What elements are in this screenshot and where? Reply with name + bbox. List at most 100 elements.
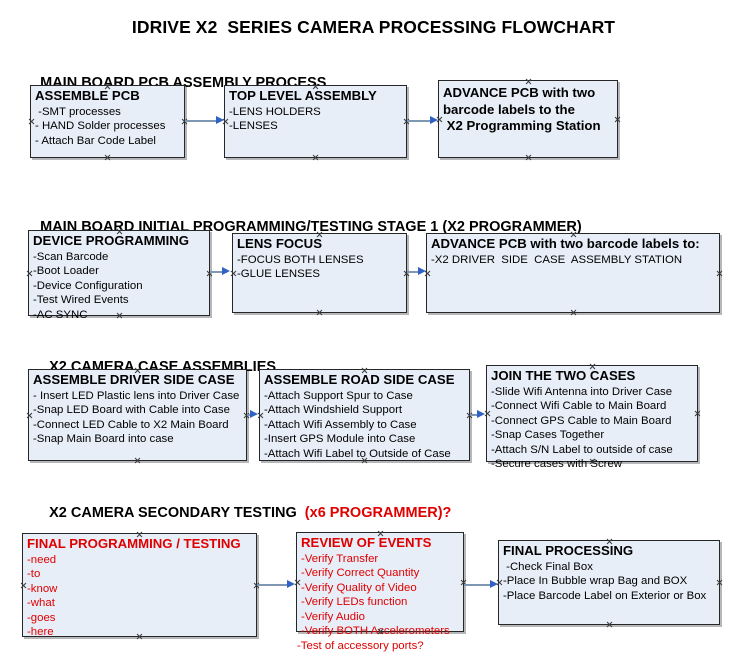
node-final-processing[interactable]: FINAL PROCESSING -Check Final Box -Place…	[498, 540, 720, 625]
connector-handle-bottom[interactable]	[316, 309, 323, 316]
node-review-of-events[interactable]: REVIEW OF EVENTS -Verify Transfer -Verif…	[296, 532, 464, 652]
node-line: -what	[27, 597, 55, 610]
node-line: -X2 DRIVER SIDE CASE ASSEMBLY STATION	[431, 253, 683, 266]
node-line: - Attach Bar Code Label	[35, 134, 156, 147]
page-title: IDRIVE X2 SERIES CAMERA PROCESSING FLOWC…	[131, 17, 616, 37]
connector-assemble-pcb-to-top-level-assembly	[185, 120, 219, 122]
node-line: -Snap Main Board into case	[33, 433, 174, 446]
node-advance-pcb-to-driver-side-case[interactable]: ADVANCE PCB with two barcode labels to: …	[426, 233, 720, 313]
node-line: -here	[27, 626, 54, 639]
node-advance-pcb-to-x2-programming-station[interactable]: ADVANCE PCB with two barcode labels to t…	[438, 80, 618, 158]
node-line: -Verify Transfer	[301, 552, 379, 565]
node-line-overflow: -Test of accessory ports?	[297, 640, 424, 653]
connector-review-of-events-to-final-processing	[464, 584, 491, 586]
arrow-head	[430, 116, 438, 124]
node-line: -Secure cases with Screw	[491, 458, 623, 471]
node-title: ASSEMBLE DRIVER SIDE CASE	[33, 372, 235, 387]
node-line: -to	[27, 568, 41, 581]
node-title: ASSEMBLE PCB	[35, 88, 140, 103]
connector-handle-bottom[interactable]	[525, 154, 532, 161]
section-heading-accent-text: (x6 PROGRAMMER)?	[304, 505, 452, 521]
node-line: -Connect Wifi Cable to Main Board	[491, 400, 667, 413]
node-line: -Attach Wifi Label to Outside of Case	[264, 447, 451, 460]
node-line: -GLUE LENSES	[237, 268, 320, 281]
arrow-head	[490, 580, 498, 588]
node-lens-focus[interactable]: LENS FOCUS -FOCUS BOTH LENSES -GLUE LENS…	[232, 233, 407, 313]
node-title: LENS FOCUS	[237, 236, 322, 251]
connector-final-programming-to-review-of-events	[257, 584, 289, 586]
node-assemble-driver-side-case[interactable]: ASSEMBLE DRIVER SIDE CASE - Insert LED P…	[28, 369, 247, 461]
node-title: DEVICE PROGRAMMING	[33, 233, 190, 248]
node-line: -Insert GPS Module into Case	[264, 433, 416, 446]
node-line: -Verify LEDs function	[301, 596, 408, 609]
node-line: - Insert LED Plastic lens into Driver Ca…	[33, 389, 240, 402]
connector-handle-left[interactable]	[20, 582, 27, 589]
connector-handle-bottom[interactable]	[606, 621, 613, 628]
node-line: -Verify Correct Quantity	[301, 567, 420, 580]
node-assemble-pcb[interactable]: ASSEMBLE PCB -SMT processes - HAND Solde…	[30, 85, 185, 158]
arrow-head	[477, 410, 485, 418]
node-line: -LENSES	[229, 120, 278, 133]
node-join-the-two-cases[interactable]: JOIN THE TWO CASES -Slide Wifi Antenna i…	[486, 365, 698, 470]
connector-handle-left[interactable]	[28, 118, 35, 125]
node-line: -LENS HOLDERS	[229, 105, 321, 118]
node-assemble-road-side-case[interactable]: ASSEMBLE ROAD SIDE CASE -Attach Support …	[259, 369, 470, 461]
node-line: -Check Final Box	[503, 560, 593, 573]
arrow-head	[216, 116, 224, 124]
node-line: -Attach S/N Label to outside of case	[491, 443, 673, 456]
node-title: JOIN THE TWO CASES	[491, 368, 636, 383]
node-title: TOP LEVEL ASSEMBLY	[229, 88, 377, 103]
node-line: -Connect LED Cable to X2 Main Board	[33, 418, 229, 431]
node-line: -goes	[27, 611, 56, 624]
node-line: -Verify BOTH Accelerometers	[301, 625, 450, 638]
node-line: -Verify Quality of Video	[301, 581, 417, 594]
node-title: ADVANCE PCB with two barcode labels to t…	[443, 85, 601, 133]
node-title: REVIEW OF EVENTS	[301, 535, 432, 550]
connector-lens-focus-to-advance-pcb	[407, 271, 421, 273]
arrow-head	[222, 267, 230, 275]
node-line: -Snap Cases Together	[491, 429, 605, 442]
node-title: ASSEMBLE ROAD SIDE CASE	[264, 372, 455, 387]
arrow-head	[418, 267, 426, 275]
node-line: -Attach Windshield Support	[264, 404, 403, 417]
connector-road-case-to-join-cases	[470, 414, 479, 416]
connector-handle-right[interactable]	[716, 270, 723, 277]
arrow-head	[287, 580, 295, 588]
section-heading-text: X2 CAMERA SECONDARY TESTING	[49, 505, 305, 521]
section-heading-x2-camera-secondary-testing: X2 CAMERA SECONDARY TESTING (x6 PROGRAMM…	[33, 489, 451, 537]
node-title: FINAL PROCESSING	[503, 543, 634, 558]
node-title: FINAL PROGRAMMING / TESTING	[27, 536, 241, 551]
node-line: -know	[27, 582, 58, 595]
node-line: -Place In Bubble wrap Bag and BOX	[503, 575, 688, 588]
node-line: -Snap LED Board with Cable into Case	[33, 404, 230, 417]
connector-handle-left[interactable]	[230, 270, 237, 277]
node-line: -Attach Support Spur to Case	[264, 389, 413, 402]
connector-handle-bottom[interactable]	[134, 457, 141, 464]
node-line: - HAND Solder processes	[35, 120, 166, 133]
connector-handle-bottom[interactable]	[570, 309, 577, 316]
connector-handle-left[interactable]	[26, 270, 33, 277]
connector-handle-bottom[interactable]	[312, 154, 319, 161]
node-line: -Scan Barcode	[33, 250, 109, 263]
node-line: -AC SYNC	[33, 308, 88, 321]
connector-device-programming-to-lens-focus	[210, 271, 227, 273]
arrow-head	[250, 410, 258, 418]
connector-top-level-assembly-to-advance-pcb	[407, 120, 432, 122]
node-final-programming-testing[interactable]: FINAL PROGRAMMING / TESTING -need -to -k…	[20, 533, 257, 639]
node-line: -SMT processes	[35, 105, 121, 118]
connector-handle-left[interactable]	[26, 412, 33, 419]
node-line: -Boot Loader	[33, 265, 99, 278]
node-device-programming[interactable]: DEVICE PROGRAMMING -Scan Barcode -Boot L…	[26, 230, 210, 321]
connector-handle-top[interactable]	[525, 78, 532, 85]
node-title: ADVANCE PCB with two barcode labels to:	[431, 236, 700, 251]
connector-handle-bottom[interactable]	[104, 154, 111, 161]
node-line: -FOCUS BOTH LENSES	[237, 253, 364, 266]
node-line: -Test Wired Events	[33, 294, 129, 307]
node-line: -Attach Wifi Assembly to Case	[264, 418, 417, 431]
node-line: -Device Configuration	[33, 279, 143, 292]
node-top-level-assembly[interactable]: TOP LEVEL ASSEMBLY -LENS HOLDERS -LENSES	[224, 85, 407, 158]
node-line: -Connect GPS Cable to Main Board	[491, 414, 672, 427]
node-line: -Place Barcode Label on Exterior or Box	[503, 589, 707, 602]
node-line: -need	[27, 553, 57, 566]
